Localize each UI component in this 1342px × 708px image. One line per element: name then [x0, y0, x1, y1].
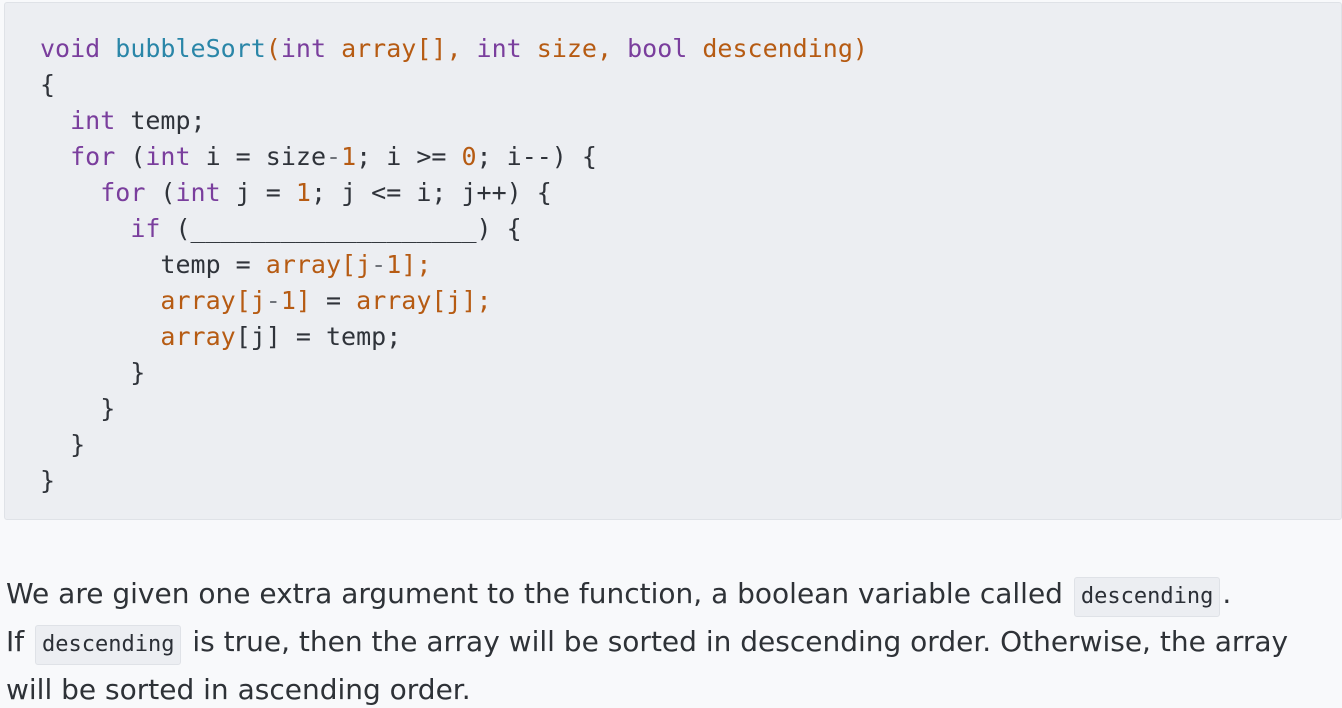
- index-open: [j: [235, 286, 266, 315]
- code-text: ; i >=: [356, 142, 462, 171]
- inline-code-descending: descending: [1073, 577, 1221, 617]
- array-ref: array: [356, 286, 432, 315]
- close-paren: ): [852, 34, 868, 63]
- code-line-3: int temp;: [40, 103, 1341, 139]
- operator-minus: -: [371, 250, 387, 279]
- code-line-13: }: [40, 466, 56, 495]
- code-block: void bubbleSort(int array[], int size, b…: [4, 2, 1342, 520]
- array-ref: array: [160, 286, 236, 315]
- keyword-for: for: [100, 178, 146, 207]
- index-close: ];: [401, 250, 432, 279]
- operator-minus: -: [265, 286, 281, 315]
- keyword-int: int: [70, 106, 116, 135]
- index-open: [j: [341, 250, 372, 279]
- code-text: (: [145, 178, 176, 207]
- code-line-2: {: [40, 70, 56, 99]
- number-literal: 1: [280, 286, 296, 315]
- comma: ,: [446, 34, 477, 63]
- code-text: temp;: [115, 106, 206, 135]
- indent: [40, 322, 160, 351]
- keyword-int: int: [145, 142, 191, 171]
- code-line-5: for (int j = 1; j <= i; j++) {: [40, 175, 1341, 211]
- array-ref: array: [160, 322, 236, 351]
- function-name: bubbleSort: [115, 34, 266, 63]
- index-close: ]: [295, 286, 311, 315]
- indent: [40, 178, 100, 207]
- code-text: [j] = temp;: [235, 322, 402, 351]
- indent: [40, 250, 160, 279]
- keyword-if: if: [130, 214, 161, 243]
- number-literal: 1: [341, 142, 357, 171]
- indent: [40, 142, 70, 171]
- prose-text: We are given one extra argument to the f…: [6, 577, 1072, 610]
- code-text: (: [115, 142, 146, 171]
- param-array: array[]: [341, 34, 447, 63]
- keyword-void: void: [40, 34, 101, 63]
- code-line-7: temp = array[j-1];: [40, 247, 1341, 283]
- comma: ,: [596, 34, 628, 63]
- operator-minus: -: [326, 142, 342, 171]
- prose-text: is true, then the array will be sorted i…: [6, 625, 1289, 706]
- number-literal: 1: [295, 178, 311, 207]
- code-line-12: }: [40, 430, 86, 459]
- code-line-11: }: [40, 394, 116, 423]
- code-text: ; i--) {: [476, 142, 597, 171]
- indent: [40, 106, 70, 135]
- code-text: j =: [220, 178, 296, 207]
- code-line-9: array[j] = temp;: [40, 319, 1341, 355]
- code-text: ; j <= i; j++) {: [310, 178, 552, 207]
- code-line-1: void bubbleSort(int array[], int size, b…: [40, 31, 1341, 67]
- code-line-6: if (___________________) {: [40, 211, 1341, 247]
- index-text: [j];: [431, 286, 492, 315]
- code-text: temp =: [160, 250, 266, 279]
- keyword-int: int: [280, 34, 327, 63]
- keyword-int: int: [175, 178, 221, 207]
- inline-code-descending: descending: [35, 625, 182, 665]
- code-line-10: }: [40, 358, 146, 387]
- number-literal: 0: [461, 142, 477, 171]
- indent: [40, 286, 160, 315]
- array-ref: array: [265, 250, 342, 279]
- param-descending: descending: [702, 34, 853, 63]
- code-text: i = size: [190, 142, 326, 171]
- prose-text: .: [1222, 577, 1232, 610]
- explanation-text: We are given one extra argument to the f…: [6, 570, 1336, 708]
- code-line-8: array[j-1] = array[j];: [40, 283, 1341, 319]
- param-size: size: [536, 34, 597, 63]
- keyword-for: for: [70, 142, 116, 171]
- keyword-bool: bool: [627, 34, 688, 63]
- operator-assign: =: [310, 286, 357, 315]
- number-literal: 1: [386, 250, 402, 279]
- keyword-int: int: [476, 34, 522, 63]
- open-paren: (: [265, 34, 281, 63]
- prose-text: If: [6, 625, 34, 658]
- code-line-4: for (int i = size-1; i >= 0; i--) {: [40, 139, 1341, 175]
- indent: [40, 214, 130, 243]
- condition-blank: (___________________) {: [160, 214, 522, 243]
- paragraph: We are given one extra argument to the f…: [6, 570, 1336, 708]
